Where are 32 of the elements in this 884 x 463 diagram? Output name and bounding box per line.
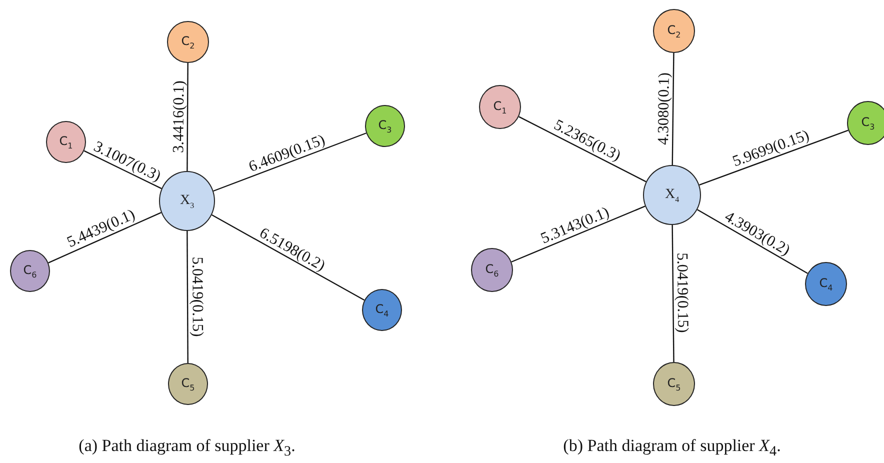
caption: (b) Path diagram of supplier X$_{4}$. — [563, 436, 781, 460]
criterion-node: C$_{4}$ — [362, 289, 402, 331]
criterion-node: C$_{5}$ — [653, 362, 695, 406]
edge-label: 3.4416(0.1) — [170, 80, 187, 153]
criterion-node: C$_{1}$ — [46, 121, 86, 163]
edge-label: 5.0419(0.15) — [674, 253, 690, 334]
criterion-node: C$_{2}$ — [653, 9, 695, 53]
connector-line — [511, 206, 646, 262]
criterion-node: C$_{3}$ — [847, 101, 884, 145]
connector-line — [213, 132, 366, 192]
supplier-node: X$_{3}$ — [159, 171, 215, 231]
criterion-node: C$_{2}$ — [167, 21, 209, 63]
connector-line — [672, 225, 674, 362]
connector-line — [672, 53, 674, 165]
connector-line — [186, 63, 188, 171]
connector-line — [84, 150, 162, 190]
criterion-node: C$_{1}$ — [479, 85, 521, 129]
connector-line — [518, 116, 646, 182]
criterion-node: C$_{3}$ — [365, 105, 405, 147]
edge-label: 5.0419(0.15) — [188, 256, 205, 337]
connector-line — [699, 130, 848, 186]
connector-line — [48, 212, 162, 264]
supplier-node: X$_{4}$ — [643, 165, 701, 225]
criterion-node: C$_{5}$ — [168, 363, 208, 405]
connector-line — [697, 209, 808, 274]
connector-line — [186, 231, 188, 363]
criterion-node: C$_{6}$ — [471, 248, 513, 292]
connector-line — [212, 214, 365, 301]
criterion-node: C$_{6}$ — [10, 250, 50, 292]
criterion-node: C$_{4}$ — [805, 262, 847, 306]
caption: (a) Path diagram of supplier X$_{3}$. — [78, 436, 296, 460]
edge-label: 4.3080(0.1) — [656, 72, 672, 145]
